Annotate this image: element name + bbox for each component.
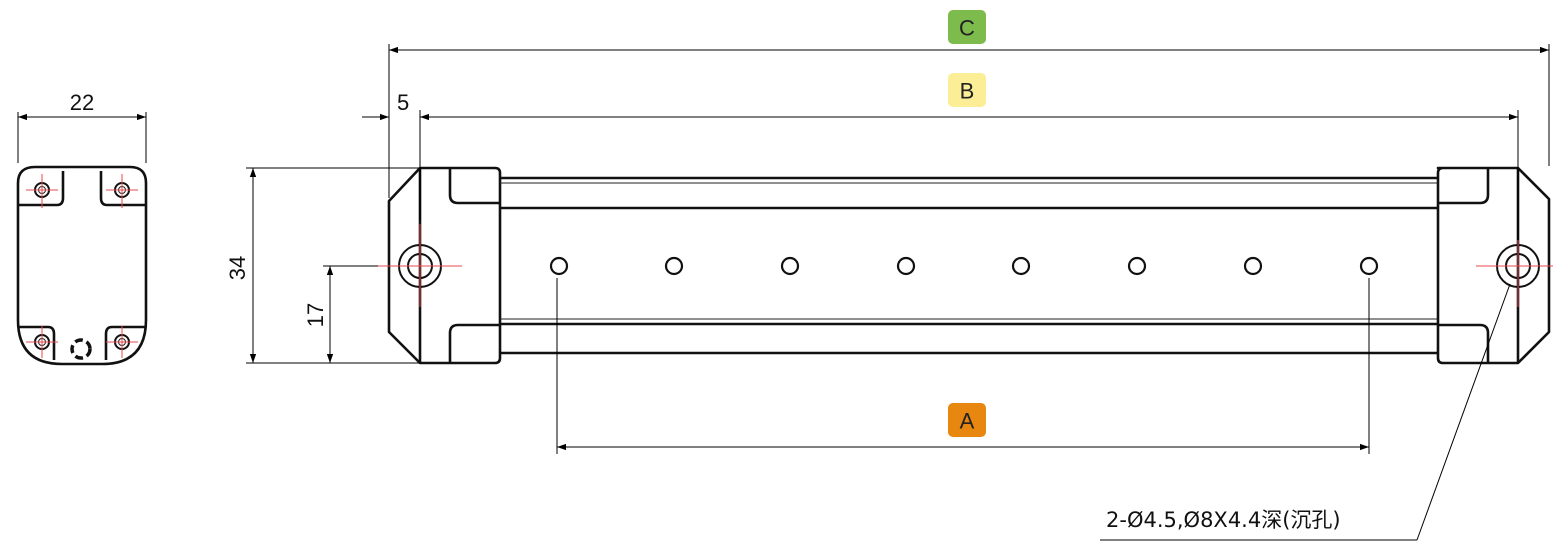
- center-height-dimension: 17: [303, 265, 378, 363]
- mounting-hole: [1243, 256, 1263, 276]
- center-height-dimension-label: 17: [303, 303, 328, 327]
- end-view-screw-holes: [34, 182, 130, 360]
- height-dimension-label: 34: [225, 256, 250, 280]
- end-view-top-channel: [18, 171, 146, 207]
- end-view: 22: [16, 90, 148, 366]
- width-dimension-label: 22: [70, 90, 94, 115]
- height-dimension: 34: [225, 167, 420, 364]
- end-view-bottom-channel: [18, 325, 146, 360]
- hole-centerlines: [378, 224, 1553, 307]
- mounting-hole: [1127, 256, 1147, 276]
- mounting-hole: [664, 256, 684, 276]
- badge-b: B: [948, 73, 986, 107]
- mounting-hole: [1011, 256, 1031, 276]
- mounting-hole: [896, 256, 916, 276]
- hole-callout: 2-Ø4.5,Ø8X4.4深(沉孔): [1100, 283, 1511, 541]
- badge-c: C: [948, 10, 986, 44]
- end-view-outline: [16, 165, 148, 366]
- dimension-c: [388, 44, 1550, 198]
- width-dimension: 22: [17, 90, 147, 163]
- right-end-block: [1436, 166, 1551, 365]
- offset-dimension-label: 5: [397, 90, 409, 115]
- badge-a-label: A: [960, 409, 975, 434]
- dimension-b: [419, 110, 1519, 240]
- end-view-centerlines: [26, 174, 138, 358]
- badge-a: A: [948, 403, 986, 437]
- dimension-a: [556, 278, 1370, 454]
- mounting-hole: [549, 256, 569, 276]
- mounting-hole: [1359, 256, 1379, 276]
- mounting-hole: [780, 256, 800, 276]
- badge-b-label: B: [960, 79, 975, 104]
- badge-c-label: C: [959, 16, 975, 41]
- mounting-holes: [549, 256, 1379, 276]
- rail-body: [500, 176, 1438, 355]
- hole-callout-text: 2-Ø4.5,Ø8X4.4深(沉孔): [1106, 508, 1341, 532]
- offset-dimension: 5: [362, 90, 440, 121]
- left-end-block: [387, 166, 502, 365]
- counterbore-holes: [398, 244, 1540, 288]
- side-view: [378, 166, 1553, 365]
